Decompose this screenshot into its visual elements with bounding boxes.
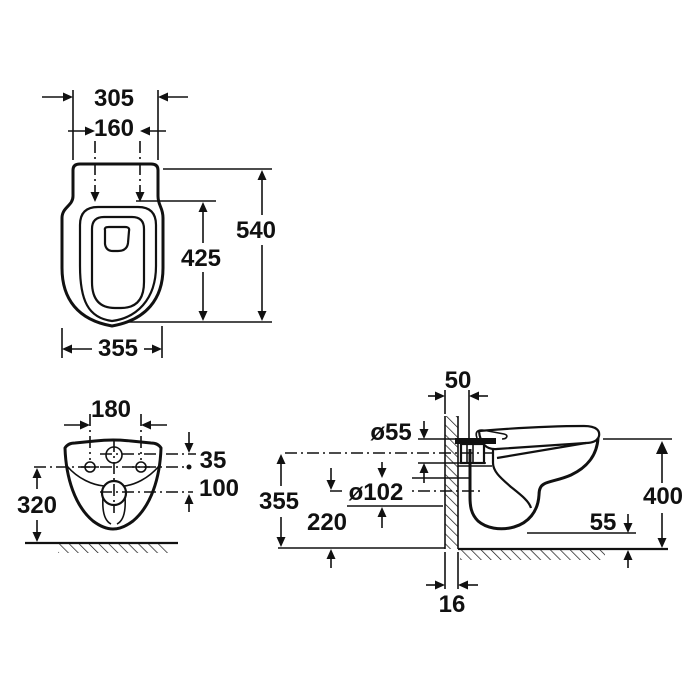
- dim-front-hole-centres: 180: [91, 396, 131, 423]
- dim-side-wall-thickness: 16: [439, 591, 466, 618]
- front-outline: [25, 438, 178, 553]
- side-seat-lid: [477, 424, 601, 451]
- dim-plan-max-width: 355: [98, 335, 138, 362]
- dim-side-outlet-diameter: ø102: [349, 479, 404, 506]
- floor-hatch: [460, 549, 605, 560]
- dim-plan-depth-to-fixings: 425: [181, 245, 221, 272]
- dim-side-rim-height: 400: [643, 483, 683, 510]
- side-rim-line: [496, 441, 587, 460]
- dim-side-outlet-height: 220: [307, 509, 347, 536]
- plan-body-outline: [60, 162, 165, 328]
- floor-section: [278, 547, 668, 560]
- front-funnel-left: [102, 496, 112, 525]
- front-inner-contour-right: [123, 465, 160, 487]
- plan-flush-notch: [103, 225, 131, 253]
- plan-outline: [60, 162, 165, 328]
- dim-side-inlet-height: 355: [259, 488, 299, 515]
- front-dimensions: 180 35 100 320: [17, 396, 239, 542]
- dim-plan-fixing-centres: 160: [94, 115, 134, 142]
- dim-side-underside-clearance: 55: [590, 509, 617, 536]
- front-funnel-right: [116, 496, 126, 525]
- plan-seat-opening: [90, 215, 146, 310]
- side-toilet-profile: [455, 424, 601, 531]
- dim-front-height-to-centres: 320: [17, 492, 57, 519]
- wall-section: [444, 416, 459, 549]
- plan-dimensions: 305 160 540 425: [42, 85, 276, 362]
- dim-side-inlet-diameter: ø55: [370, 419, 411, 446]
- dim-side-wall-offset: 50: [445, 367, 472, 394]
- front-view: 180 35 100 320: [17, 396, 239, 553]
- front-inner-contour-left: [66, 465, 105, 487]
- front-bowl-outline: [63, 438, 163, 531]
- dim-plan-top-width: 305: [94, 85, 134, 112]
- wall-hatch: [445, 416, 458, 549]
- side-trap-curve: [491, 449, 533, 509]
- plan-seat-ring: [78, 205, 158, 323]
- front-floor-hatch: [58, 543, 168, 553]
- front-outlet-hole: [100, 479, 128, 507]
- dim-plan-total-depth: 540: [236, 217, 276, 244]
- side-bowl-outline: [468, 437, 600, 531]
- side-mounting-plate: [455, 438, 496, 444]
- side-dimensions: 50 ø55 ø102 355: [259, 367, 683, 618]
- side-seat-hinge: [475, 429, 508, 440]
- plan-view: 305 160 540 425: [42, 85, 276, 362]
- dim-front-centre-spacing: 100: [199, 475, 239, 502]
- side-view: 50 ø55 ø102 355: [259, 367, 683, 618]
- dim-front-inlet-offset: 35: [200, 447, 227, 474]
